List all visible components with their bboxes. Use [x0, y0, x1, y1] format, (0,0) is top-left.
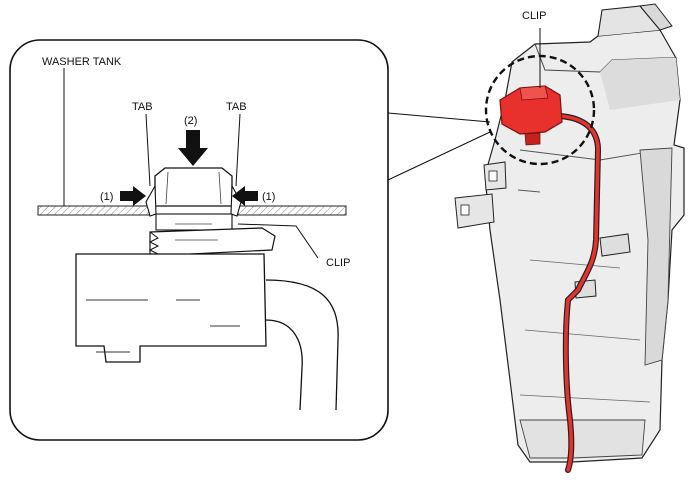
clip-main-label: CLIP [522, 10, 546, 22]
tab-left-leader [145, 113, 151, 187]
tab-right-leader [235, 113, 241, 187]
detail-connector-bottom [387, 131, 491, 181]
clip-flange [149, 227, 276, 257]
tank-rib-3 [529, 259, 621, 269]
washer-tank-label: WASHER TANK [42, 56, 122, 68]
tab-left-shape [145, 184, 157, 217]
tank-rib-4 [524, 329, 641, 341]
clip-head-detail-left [165, 171, 169, 205]
clip-neck [155, 213, 233, 231]
tank-shoulder-shade [600, 58, 680, 110]
red-clip-top [519, 85, 549, 101]
tank-wall-right [237, 205, 347, 216]
arrow-right-1 [120, 186, 146, 206]
detail-inset: WASHER TANK TAB TAB (2) (1) (1) CLIP [9, 39, 389, 441]
step1-right-label: (1) [262, 191, 275, 203]
washer-hose-fill [558, 114, 600, 472]
tank-side-panel [639, 147, 673, 366]
tab-left-label: TAB [132, 101, 153, 113]
washer-tank-illustration: CLIP [454, 3, 685, 473]
arrow-left-1 [232, 186, 258, 206]
tank-bracket-lower [454, 193, 495, 229]
tab-right-label: TAB [226, 101, 247, 113]
red-clip-stem [524, 132, 541, 146]
clip-detail-leader [237, 223, 319, 259]
step1-left-label: (1) [100, 191, 113, 203]
tank-rib-2 [517, 189, 541, 193]
clip-teeth [148, 231, 160, 255]
hose-connector-body [75, 253, 267, 363]
tank-wall-left [37, 205, 151, 216]
tank-rib-5 [519, 394, 651, 403]
hose-outline-inner [265, 319, 303, 411]
tank-side-connector [599, 233, 631, 257]
clip-detail-label: CLIP [326, 257, 350, 269]
tank-lower-panel [519, 419, 646, 459]
hose-outline-outer [265, 279, 339, 411]
clip-head-detail-right [218, 171, 222, 205]
detail-connector-top [387, 112, 491, 123]
arrow-down-2 [178, 130, 208, 166]
tank-bracket-lower-hole [460, 204, 470, 216]
tank-filler-cap [639, 3, 673, 31]
tank-bracket-upper-hole [488, 170, 498, 182]
step2-label: (2) [184, 115, 197, 127]
